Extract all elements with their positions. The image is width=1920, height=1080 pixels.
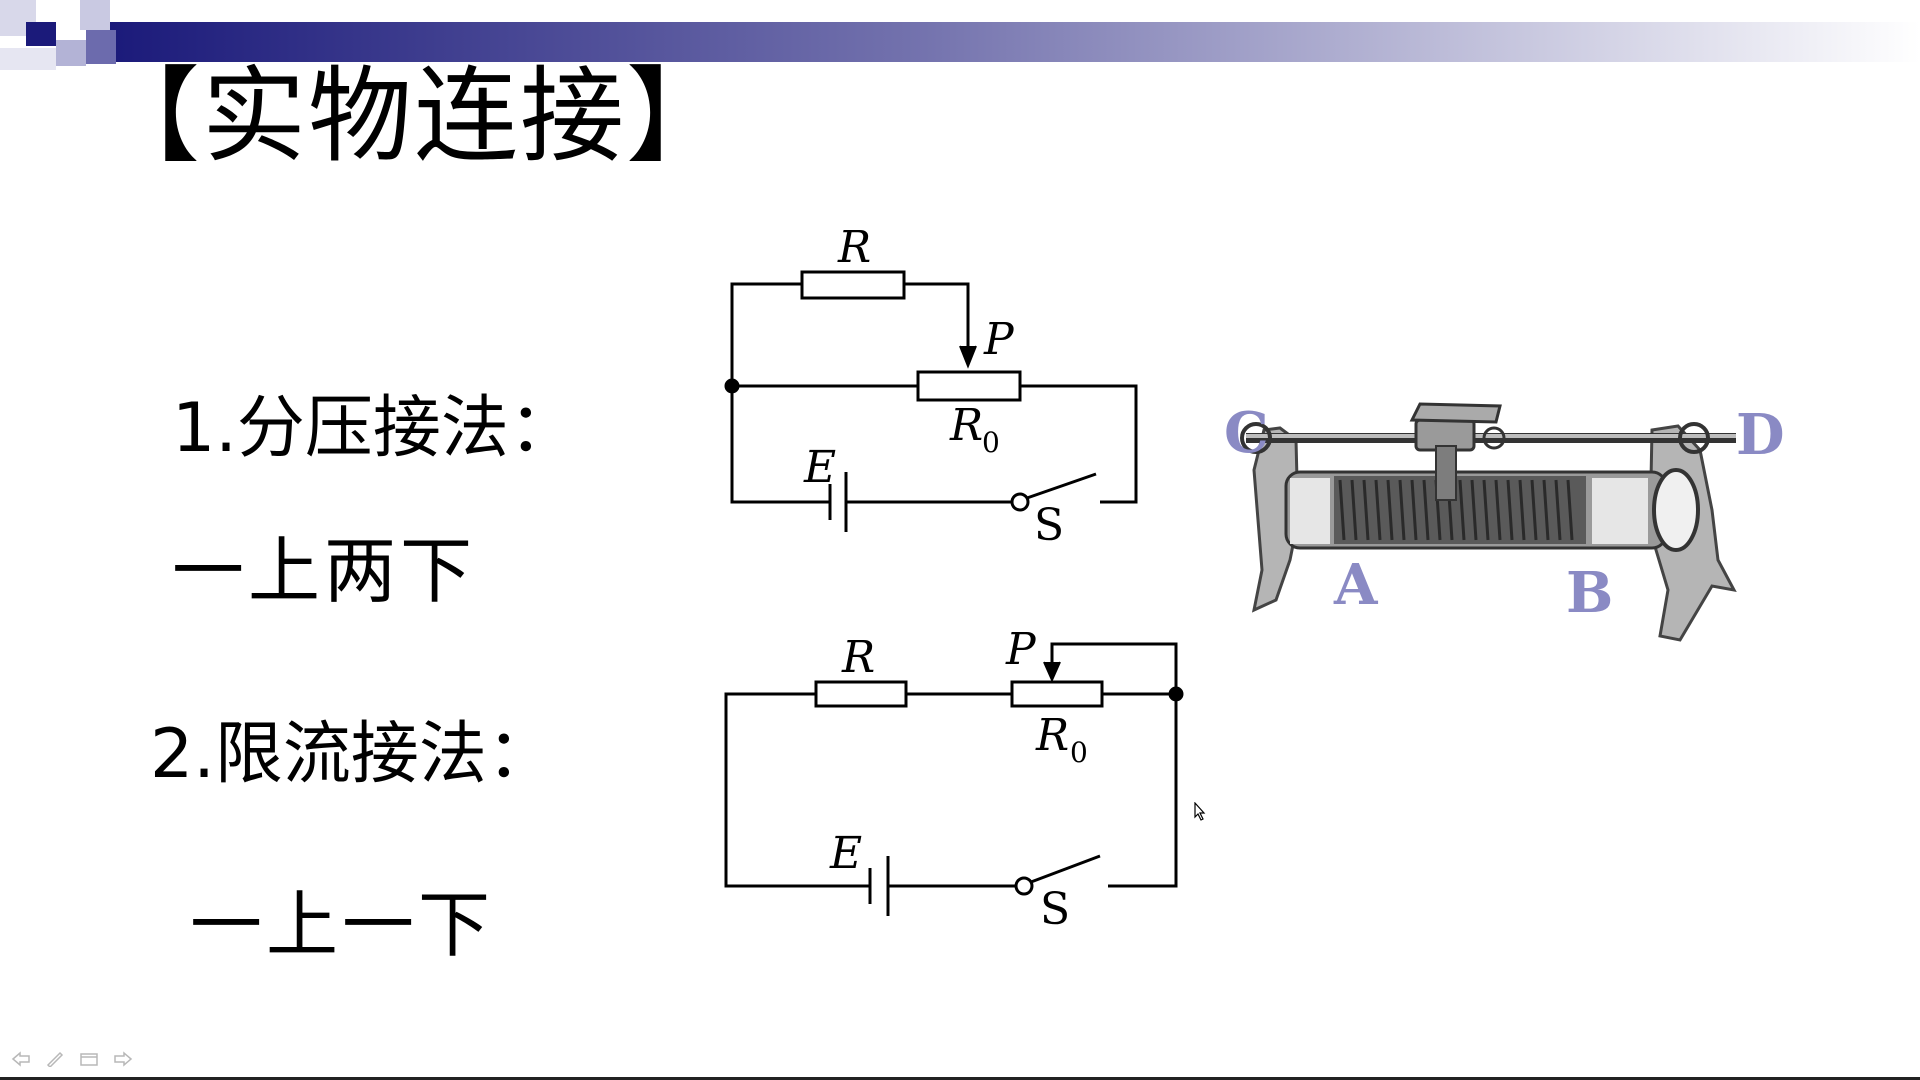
method-limiter-label: 2.限流接法： [150, 715, 555, 794]
divider-slider-label: P [983, 314, 1015, 365]
terminal-a-label: A [1333, 552, 1379, 618]
pen-icon[interactable] [42, 1048, 68, 1070]
circuit-divider [724, 270, 1138, 532]
limiter-switch-label: S [1040, 884, 1070, 935]
slide-menu-icon[interactable] [76, 1048, 102, 1070]
divider-rheostat-subscript: 0 [982, 426, 1000, 459]
rheostat-image [1240, 402, 1737, 642]
method-divider-label: 1.分压接法： [172, 389, 577, 468]
limiter-rheostat-subscript: 0 [1070, 736, 1088, 769]
arrow-left-icon[interactable] [8, 1048, 34, 1070]
slide-bottom-border [0, 1077, 1920, 1080]
method-divider-rule: 一上两下 [172, 529, 477, 613]
header-decoration [0, 0, 1920, 70]
terminal-c-label: C [1224, 400, 1269, 466]
circuit-limiter [724, 642, 1184, 916]
mouse-cursor-icon [1194, 802, 1206, 821]
divider-rheostat-label: R [949, 400, 983, 451]
limiter-slider-label: P [1005, 624, 1037, 675]
limiter-resistor-label: R [841, 632, 875, 683]
terminal-b-label: B [1566, 560, 1613, 626]
divider-resistor-label: R [837, 222, 871, 273]
slide-title: 【实物连接】 [96, 55, 733, 177]
slideshow-toolbar [8, 1046, 136, 1072]
arrow-right-icon[interactable] [110, 1048, 136, 1070]
limiter-source-label: E [829, 828, 862, 879]
terminal-d-label: D [1736, 402, 1785, 468]
limiter-rheostat-label: R [1035, 710, 1069, 761]
divider-switch-label: S [1034, 500, 1064, 551]
method-limiter-rule: 一上一下 [190, 883, 495, 967]
divider-source-label: E [803, 442, 836, 493]
